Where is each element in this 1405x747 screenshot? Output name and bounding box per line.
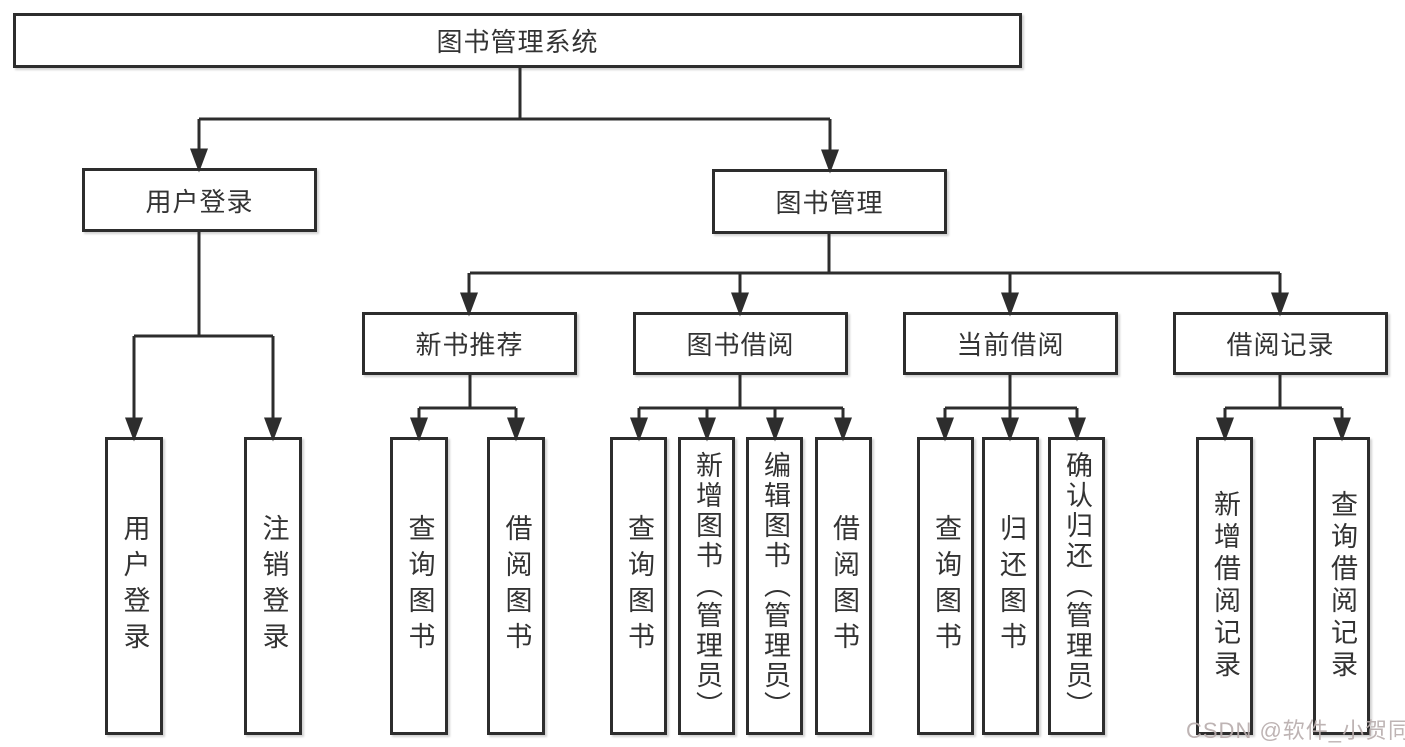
node-new-book-rec: 新书推荐 xyxy=(362,312,577,375)
node-leaf-cb-query-books-label: 查询图书 xyxy=(931,514,961,658)
node-root-label: 图书管理系统 xyxy=(436,27,599,57)
node-leaf-bb-add-books: 新增图书（管理员） xyxy=(678,437,735,735)
node-book-borrowing-label: 图书借阅 xyxy=(686,330,795,360)
node-leaf-cb-confirm-return: 确认归还（管理员） xyxy=(1048,437,1105,735)
node-leaf-nb-query-books: 查询图书 xyxy=(390,437,448,735)
node-leaf-logout-label: 注销登录 xyxy=(258,514,289,658)
node-user-login: 用户登录 xyxy=(82,168,317,232)
node-leaf-cb-return-books-label: 归还图书 xyxy=(996,514,1026,658)
node-new-book-rec-label: 新书推荐 xyxy=(415,330,524,360)
node-book-borrowing: 图书借阅 xyxy=(633,312,848,375)
node-leaf-user-login: 用户登录 xyxy=(105,437,163,735)
node-user-login-label: 用户登录 xyxy=(145,186,254,217)
node-book-management-label: 图书管理 xyxy=(775,188,884,218)
node-leaf-bb-query-books: 查询图书 xyxy=(610,437,667,735)
node-leaf-bb-edit-books-label: 编辑图书（管理员） xyxy=(760,451,790,721)
node-leaf-br-add-record: 新增借阅记录 xyxy=(1196,437,1253,735)
node-current-borrowing-label: 当前借阅 xyxy=(956,330,1065,360)
node-leaf-bb-query-books-label: 查询图书 xyxy=(624,514,654,658)
node-leaf-cb-query-books: 查询图书 xyxy=(917,437,974,735)
node-leaf-bb-borrow-books-label: 借阅图书 xyxy=(829,514,859,658)
node-leaf-bb-edit-books: 编辑图书（管理员） xyxy=(746,437,803,735)
node-leaf-br-query-record: 查询借阅记录 xyxy=(1313,437,1370,735)
node-leaf-nb-borrow-books-label: 借阅图书 xyxy=(501,514,532,658)
node-leaf-nb-borrow-books: 借阅图书 xyxy=(487,437,545,735)
node-leaf-cb-confirm-return-label: 确认归还（管理员） xyxy=(1062,451,1092,721)
node-leaf-bb-add-books-label: 新增图书（管理员） xyxy=(692,451,722,721)
node-leaf-nb-query-books-label: 查询图书 xyxy=(404,514,435,658)
node-current-borrowing: 当前借阅 xyxy=(903,312,1118,375)
node-leaf-bb-borrow-books: 借阅图书 xyxy=(815,437,872,735)
node-leaf-cb-return-books: 归还图书 xyxy=(982,437,1039,735)
node-leaf-br-add-record-label: 新增借阅记录 xyxy=(1210,490,1240,682)
watermark: CSDN @软件_小贺同学 xyxy=(1186,718,1405,743)
node-root: 图书管理系统 xyxy=(13,13,1022,68)
node-borrowing-records-label: 借阅记录 xyxy=(1226,330,1335,360)
node-leaf-br-query-record-label: 查询借阅记录 xyxy=(1327,490,1357,682)
node-leaf-user-login-label: 用户登录 xyxy=(119,514,150,658)
node-borrowing-records: 借阅记录 xyxy=(1173,312,1388,375)
node-book-management: 图书管理 xyxy=(712,169,947,234)
node-leaf-logout: 注销登录 xyxy=(244,437,302,735)
